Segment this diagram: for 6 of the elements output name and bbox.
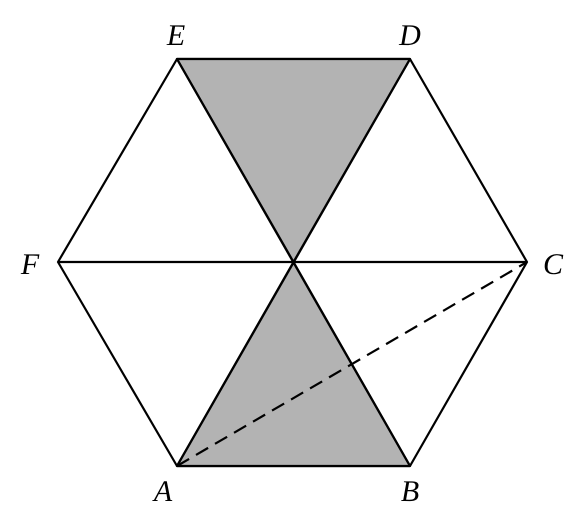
vertex-label: F bbox=[20, 250, 40, 280]
vertex-label: A bbox=[154, 477, 172, 507]
vertex-label: E bbox=[166, 21, 186, 51]
vertex-label: D bbox=[399, 21, 421, 51]
vertex-label: B bbox=[400, 477, 420, 507]
vertex-label: C bbox=[543, 250, 563, 280]
